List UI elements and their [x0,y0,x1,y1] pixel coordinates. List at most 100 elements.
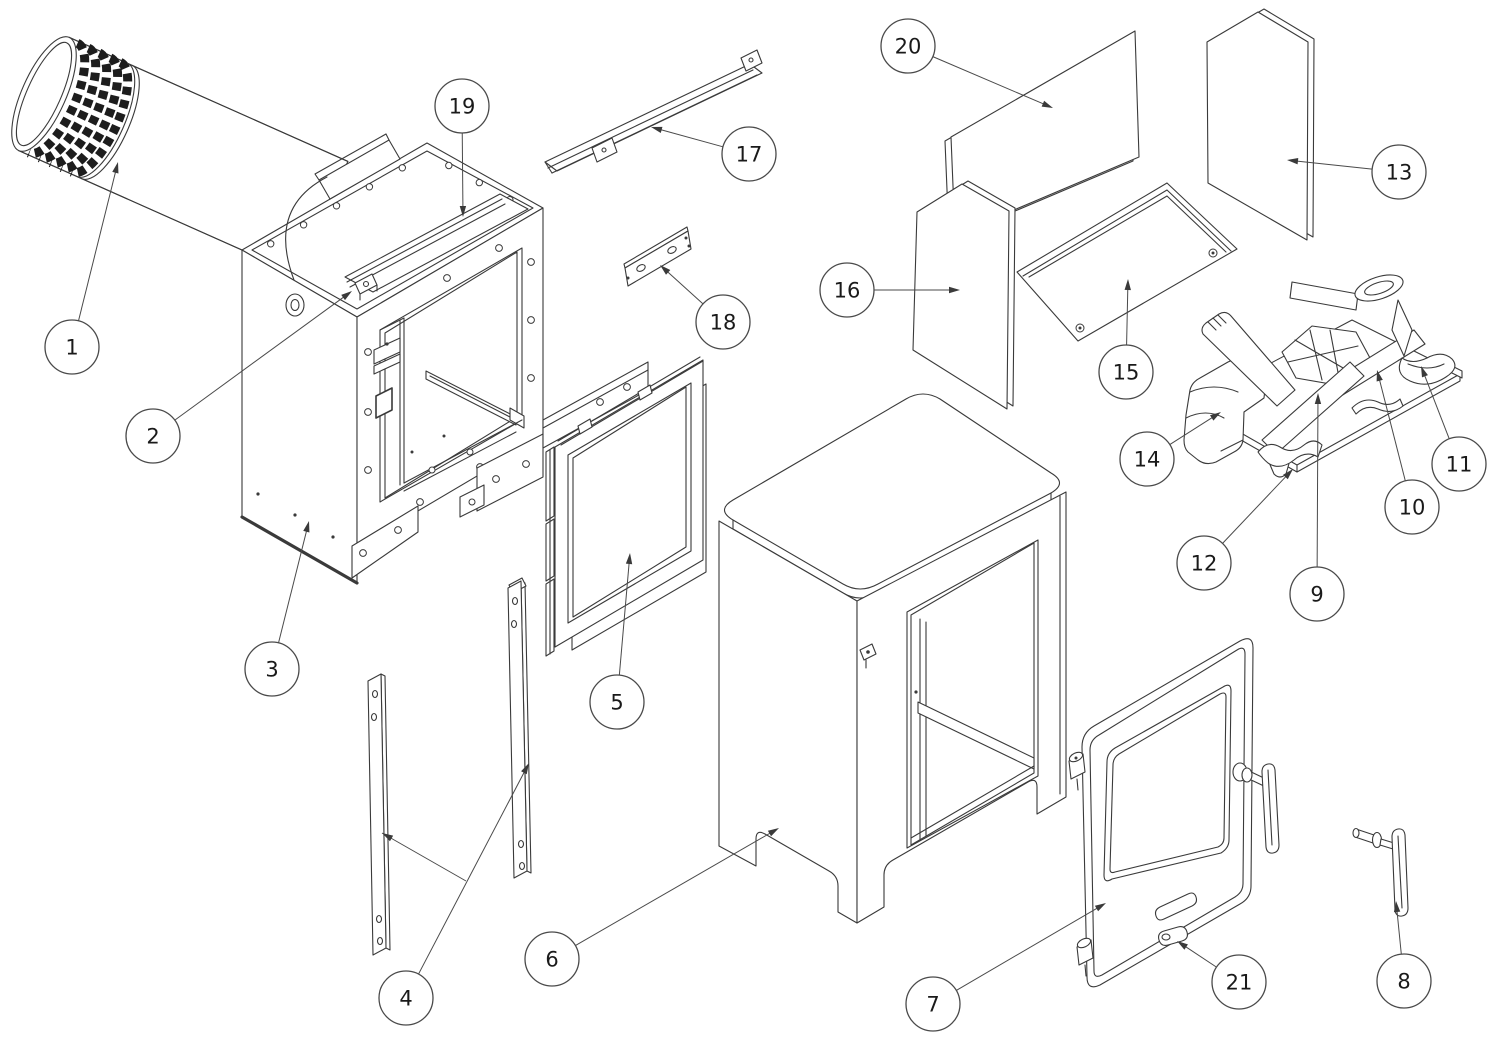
leader-arrow [1393,901,1401,913]
leader-arrow [1209,412,1221,421]
callout-number: 11 [1446,453,1473,477]
leader-line [666,270,704,305]
leader-line [78,170,117,321]
callout-circle[interactable] [905,976,961,1032]
callout-10[interactable]: 10 [1376,370,1440,535]
leader-arrow [651,126,663,134]
callout-17[interactable]: 17 [651,126,777,182]
callout-circle[interactable] [1176,535,1232,591]
firebox [240,133,649,585]
callout-7[interactable]: 7 [905,903,1106,1032]
log-support [1391,299,1413,357]
callout-circle[interactable] [1289,566,1345,622]
callout-9[interactable]: 9 [1289,393,1345,622]
leader-line [174,295,346,421]
leader-line [1423,374,1450,440]
leader-arrow [767,828,779,837]
callout-circle[interactable] [244,641,300,697]
callout-5[interactable]: 5 [589,553,645,730]
callout-circle[interactable] [589,674,645,730]
callout-circle[interactable] [1119,431,1175,487]
callout-number: 7 [926,993,939,1017]
callout-number: 4 [399,987,412,1011]
leader-arrow [303,521,310,533]
callout-number: 20 [895,35,922,59]
callout-number: 12 [1191,552,1218,576]
callout-number: 16 [834,279,861,303]
leader-arrow [112,162,119,174]
leader-line [618,561,630,676]
callout-6[interactable]: 6 [524,828,779,987]
callout-8[interactable]: 8 [1376,901,1432,1009]
leader-arrow [1094,903,1106,912]
callout-circle[interactable] [1211,954,1267,1010]
leader-arrow [1124,279,1131,291]
callout-circle[interactable] [1371,144,1427,200]
leader-line [932,56,1045,105]
leader-arrow [660,265,671,275]
leader-arrow [1421,366,1428,378]
latch-pin-21 [1158,926,1188,946]
firebox-interior [373,317,525,492]
log-brick-14 [1183,357,1268,465]
callout-circle[interactable] [695,294,751,350]
latch-slot [1154,892,1198,921]
callout-circle[interactable] [1098,344,1154,400]
callout-number: 17 [736,143,763,167]
callout-18[interactable]: 18 [660,265,751,350]
leader-line [1295,160,1373,170]
callout-19[interactable]: 19 [434,78,490,217]
cabinet-interior [910,618,1035,841]
callout-20[interactable]: 20 [880,18,1053,108]
callout-1[interactable]: 1 [44,162,119,375]
callout-16[interactable]: 16 [819,262,960,318]
leader-line [1169,416,1214,445]
callout-circle[interactable] [721,126,777,182]
callout-21[interactable]: 21 [1177,941,1267,1010]
leader-line [1222,475,1288,544]
callout-number: 18 [710,311,737,335]
callout-number: 19 [449,95,476,119]
leader-arrow [1314,393,1322,405]
callout-circle[interactable] [44,319,100,375]
callout-14[interactable]: 14 [1119,412,1221,487]
callout-number: 9 [1310,583,1323,607]
callout-number: 8 [1397,970,1410,994]
callout-circle[interactable] [880,18,936,74]
leader-arrow [382,833,394,842]
leader-line [1378,378,1406,481]
callout-circle[interactable] [819,262,875,318]
right-brick-panel [1206,8,1315,241]
leader-line [461,132,464,209]
callout-circle[interactable] [1376,953,1432,1009]
small-bracket [623,226,692,287]
door-handle [1232,762,1280,854]
callout-circle[interactable] [378,970,434,1026]
callout-11[interactable]: 11 [1421,366,1487,492]
leader-line [956,907,1099,991]
callout-circle[interactable] [524,931,580,987]
leader-line [1316,401,1319,568]
leader-arrow [459,205,467,217]
callout-number: 13 [1386,161,1413,185]
flue-collar [318,139,401,200]
leader-line [1126,287,1129,346]
callout-15[interactable]: 15 [1098,279,1154,400]
leader-line [1396,909,1402,955]
leader-line [575,832,772,946]
leader-line [418,770,526,975]
callout-circle[interactable] [1384,479,1440,535]
log-wave-12 [1257,440,1323,467]
callout-2[interactable]: 2 [125,291,352,464]
callout-circle[interactable] [434,78,490,134]
callout-13[interactable]: 13 [1287,144,1427,200]
callout-12[interactable]: 12 [1176,469,1293,591]
baffle-bracket [544,49,763,174]
top-plate [344,193,529,301]
callout-3[interactable]: 3 [244,521,310,697]
callout-4[interactable]: 4 [378,763,529,1026]
leader-line [1184,945,1217,968]
callout-circle[interactable] [1431,436,1487,492]
callout-circle[interactable] [125,408,181,464]
